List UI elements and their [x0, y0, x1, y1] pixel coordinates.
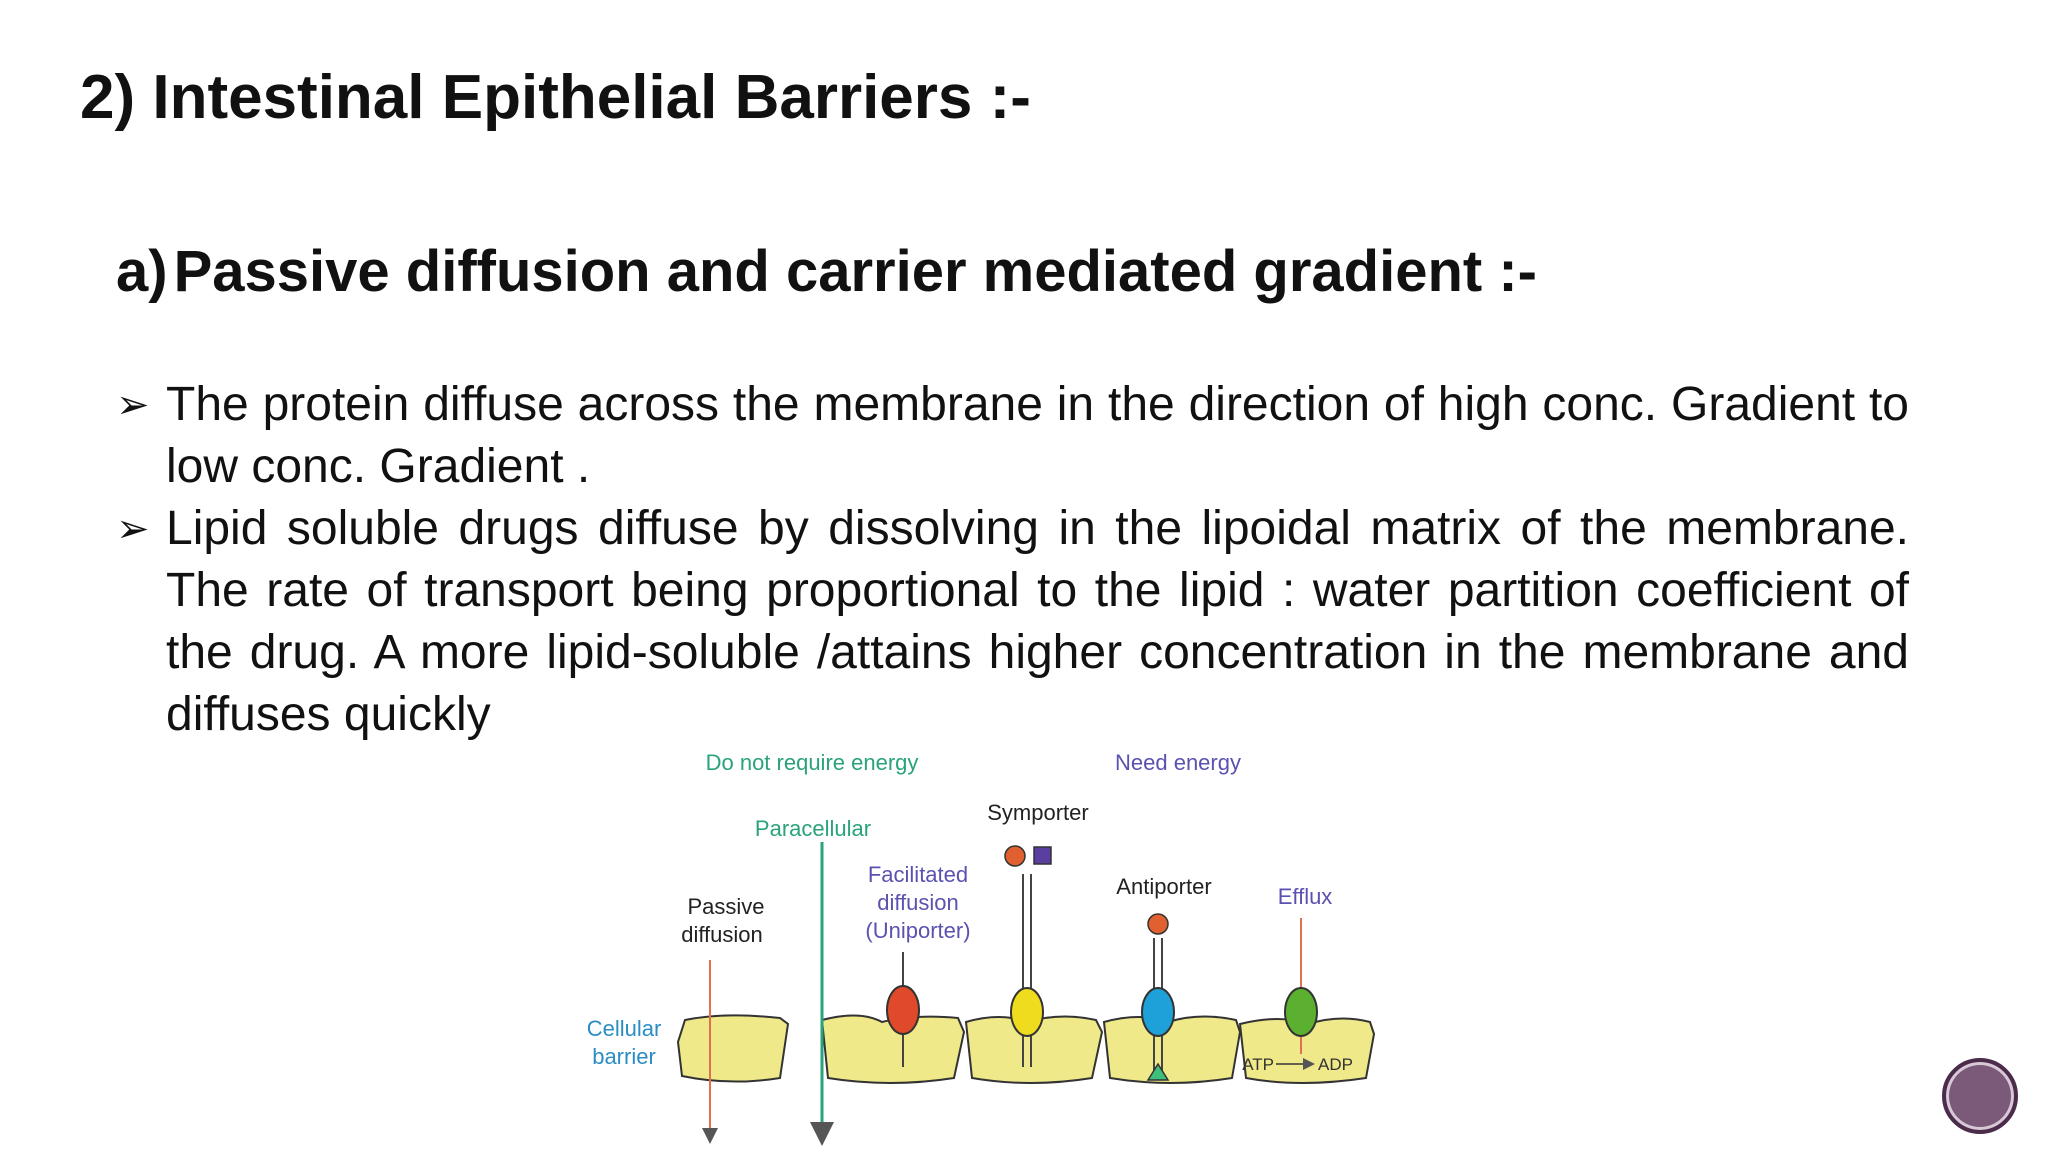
cell-4 — [1102, 1015, 1242, 1084]
cell-5 — [1238, 1017, 1376, 1084]
section-heading: a)Passive diffusion and carrier mediated… — [116, 238, 1537, 305]
label-efflux: Efflux — [1278, 884, 1333, 909]
label-antiporter: Antiporter — [1116, 874, 1211, 899]
label-paracellular: Paracellular — [755, 816, 871, 841]
label-cellular-1: Cellular — [587, 1016, 662, 1041]
header-no-energy: Do not require energy — [706, 750, 919, 775]
label-adp: ADP — [1318, 1055, 1353, 1074]
bullet-item: ➢ Lipid soluble drugs diffuse by dissolv… — [116, 498, 1909, 746]
label-passive-1: Passive — [687, 894, 764, 919]
section-heading-text: Passive diffusion and carrier mediated g… — [173, 239, 1537, 304]
section-marker: a) — [116, 239, 168, 304]
symporter-molecule-square — [1033, 846, 1052, 865]
label-facilitated-1: Facilitated — [868, 862, 968, 887]
symporter-molecule-circle — [1004, 845, 1026, 867]
slide-nav-badge-icon[interactable] — [1942, 1058, 2018, 1134]
cell-2 — [820, 1014, 966, 1084]
label-cellular-2: barrier — [592, 1044, 656, 1069]
efflux-protein — [1284, 987, 1318, 1037]
label-passive-2: diffusion — [681, 922, 763, 947]
header-need-energy: Need energy — [1115, 750, 1241, 775]
bullet-item: ➢ The protein diffuse across the membran… — [116, 374, 1909, 498]
antiporter-triangle — [1146, 1062, 1170, 1081]
arrowhead-bullet-icon: ➢ — [116, 382, 150, 428]
bullet-text: Lipid soluble drugs diffuse by dissolvin… — [166, 502, 1909, 741]
bullet-text: The protein diffuse across the membrane … — [166, 378, 1909, 493]
label-facilitated-2: diffusion — [877, 890, 959, 915]
slide-title: 2) Intestinal Epithelial Barriers :- — [80, 63, 1031, 132]
uniporter-protein — [886, 985, 920, 1035]
cell-1 — [676, 1014, 790, 1083]
antiporter-protein — [1141, 987, 1175, 1037]
label-symporter: Symporter — [987, 800, 1088, 825]
antiporter-molecule — [1147, 913, 1169, 935]
transport-diagram-svg: Do not require energy Need energy Parace… — [587, 750, 1376, 1146]
bullet-list: ➢ The protein diffuse across the membran… — [116, 374, 1909, 746]
arrowhead-bullet-icon: ➢ — [116, 506, 150, 552]
symporter-protein — [1010, 987, 1044, 1037]
label-atp: ATP — [1242, 1055, 1274, 1074]
cell-3 — [964, 1015, 1104, 1084]
transport-diagram: Do not require energy Need energy Parace… — [560, 742, 1380, 1152]
label-facilitated-3: (Uniporter) — [865, 918, 970, 943]
